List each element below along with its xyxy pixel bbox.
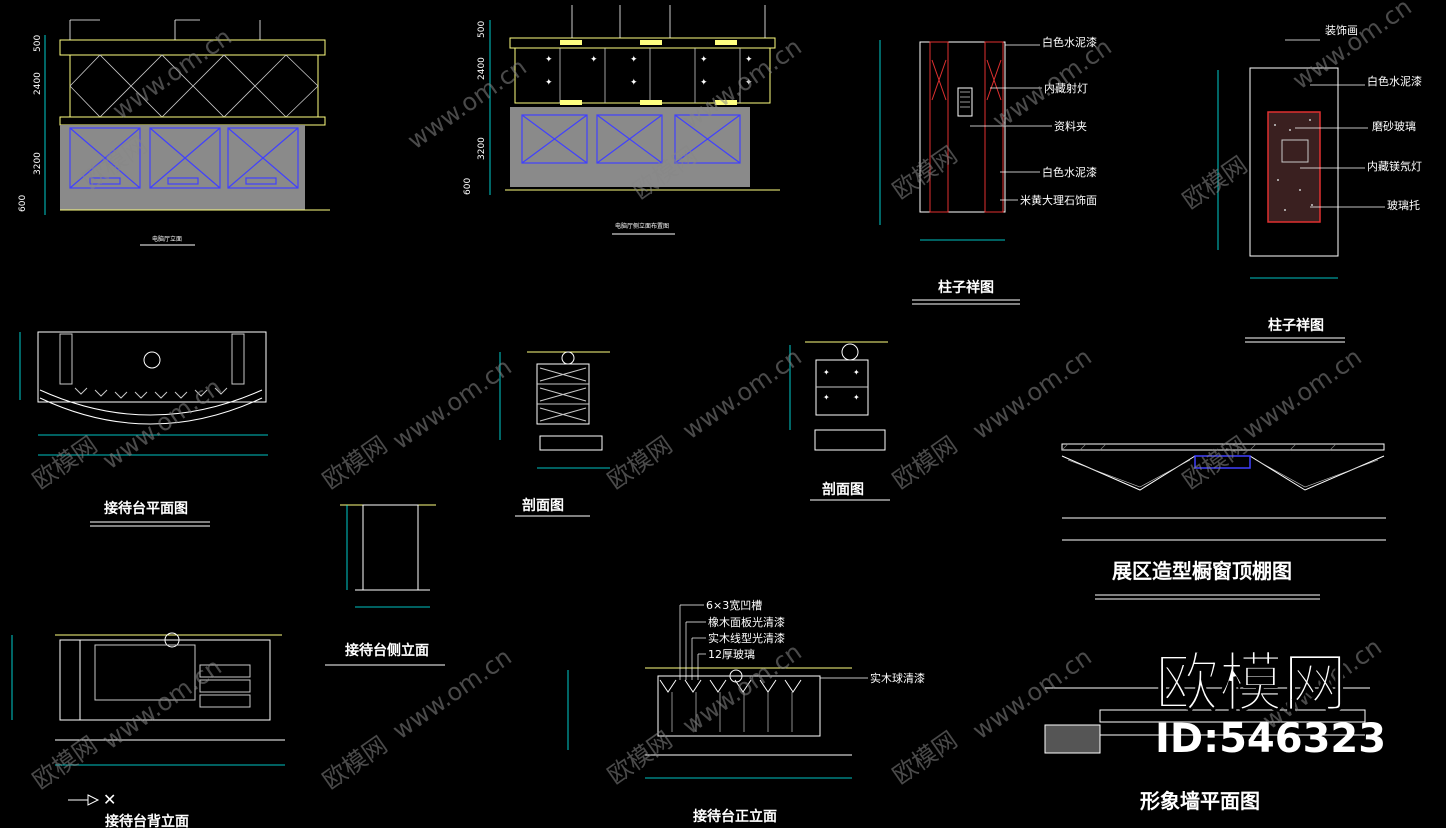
image-wall-plan: 形象墙平面图 — [1044, 687, 1370, 813]
watermark-brand: 欧模网 — [887, 431, 962, 495]
front-label-1: 6×3宽凹槽 — [706, 598, 762, 612]
watermark-brand: 欧模网 — [317, 431, 392, 495]
svg-text:✦: ✦ — [630, 55, 638, 65]
column2-label-4: 内藏镁氖灯 — [1367, 159, 1422, 173]
column1-label-3: 资料夹 — [1054, 119, 1087, 133]
title-reception-front: 接待台正立面 — [693, 808, 777, 825]
watermark-brand: 欧模网 — [887, 726, 962, 790]
ceiling-plan: 展区造型橱窗顶棚图 — [1061, 443, 1386, 600]
watermark-brand: 欧模网 — [1177, 151, 1252, 215]
svg-text:✦: ✦ — [545, 78, 553, 88]
column2-label-1: 装饰画 — [1325, 23, 1358, 37]
svg-text:✕: ✕ — [103, 790, 116, 809]
title-ceiling: 展区造型橱窗顶棚图 — [1112, 559, 1292, 583]
title-small-left-2: 电脑厅侧立面布置图 — [615, 222, 669, 230]
title-column-detail-2: 柱子祥图 — [1268, 317, 1324, 334]
column1-label-1: 白色水泥漆 — [1042, 35, 1097, 49]
dim-500-center: 500 — [477, 21, 487, 38]
column-detail-1: 白色水泥漆 内藏射灯 资料夹 白色水泥漆 米黄大理石饰面 柱子祥图 — [879, 35, 1097, 305]
title-column-detail-1: 柱子祥图 — [938, 279, 994, 296]
watermark-site: www.om.cn — [967, 343, 1096, 445]
dim-600-left: 600 — [18, 195, 28, 212]
watermark-brand: 欧模网 — [1177, 431, 1252, 495]
dim-2400-center: 2400 — [477, 57, 487, 80]
logo-brand-text: 欧模网 — [1155, 647, 1347, 721]
elevation-left: 500 2400 3200 600 电脑厅立面 — [18, 19, 330, 246]
svg-text:✦: ✦ — [590, 55, 598, 65]
title-section-1: 剖面图 — [522, 497, 564, 514]
reception-side: 接待台侧立面 — [325, 504, 445, 666]
svg-text:✦: ✦ — [823, 368, 830, 377]
column2-label-5: 玻璃托 — [1387, 198, 1420, 212]
title-reception-back: 接待台背立面 — [105, 813, 189, 828]
reception-back: ✕ 接待台背立面 — [11, 632, 285, 828]
column1-label-5: 米黄大理石饰面 — [1020, 193, 1097, 207]
elevation-center: ✦ ✦ ✦ ✦ ✦ ✦ ✦ ✦ ✦ 500 2400 3200 600 电脑厅侧立面布置… — [463, 5, 780, 235]
watermark-brand: 欧模网 — [602, 726, 677, 790]
title-section-2: 剖面图 — [822, 481, 864, 498]
watermark-site: www.om.cn — [107, 23, 236, 125]
watermark-brand: 欧模网 — [887, 141, 962, 205]
logo-id-text: ID:546323 — [1155, 716, 1386, 762]
svg-text:✦: ✦ — [545, 55, 553, 65]
watermark-site: www.om.cn — [387, 353, 516, 455]
watermark-site: www.om.cn — [97, 373, 226, 475]
svg-text:✦: ✦ — [853, 368, 860, 377]
column2-label-2: 白色水泥漆 — [1367, 74, 1422, 88]
watermark-brand: 欧模网 — [27, 431, 102, 495]
front-label-4: 12厚玻璃 — [708, 647, 755, 661]
brand-logo-watermark: 欧模网 ID:546323 — [1155, 647, 1387, 763]
dim-600-center: 600 — [463, 178, 473, 195]
reception-front: 6×3宽凹槽 橡木面板光清漆 实木线型光清漆 12厚玻璃 实木球清漆 接待台正立… — [567, 598, 925, 825]
title-reception-plan: 接待台平面图 — [104, 500, 188, 517]
svg-text:✦: ✦ — [823, 393, 830, 402]
dim-2400-left: 2400 — [33, 72, 43, 95]
watermark-site: www.om.cn — [1237, 343, 1366, 445]
title-small-left-1: 电脑厅立面 — [152, 235, 182, 243]
svg-text:✦: ✦ — [853, 393, 860, 402]
column-detail-2: 装饰画 白色水泥漆 磨砂玻璃 内藏镁氖灯 玻璃托 柱子祥图 — [1217, 23, 1422, 343]
dim-500-left: 500 — [33, 35, 43, 52]
column1-label-4: 白色水泥漆 — [1042, 165, 1097, 179]
section-1: 剖面图 — [499, 351, 610, 517]
section-2: ✦ ✦ ✦ ✦ 剖面图 — [789, 341, 890, 501]
front-label-2: 橡木面板光清漆 — [708, 615, 785, 629]
svg-text:✦: ✦ — [745, 78, 753, 88]
svg-text:✦: ✦ — [630, 78, 638, 88]
title-reception-side: 接待台侧立面 — [345, 642, 429, 659]
column2-label-3: 磨砂玻璃 — [1372, 119, 1416, 133]
reception-plan: 接待台平面图 — [19, 331, 268, 527]
dim-3200-left: 3200 — [33, 152, 43, 175]
column1-label-2: 内藏射灯 — [1044, 81, 1088, 95]
svg-text:✦: ✦ — [700, 78, 708, 88]
dim-3200-center: 3200 — [477, 137, 487, 160]
svg-text:✦: ✦ — [745, 55, 753, 65]
watermark-brand: 欧模网 — [602, 431, 677, 495]
front-label-3: 实木线型光清漆 — [708, 631, 785, 645]
svg-text:✦: ✦ — [700, 55, 708, 65]
title-image-wall-plan: 形象墙平面图 — [1140, 789, 1260, 813]
watermark-brand: 欧模网 — [317, 731, 392, 795]
front-right-label: 实木球清漆 — [870, 671, 925, 685]
watermark-site: www.om.cn — [677, 343, 806, 445]
